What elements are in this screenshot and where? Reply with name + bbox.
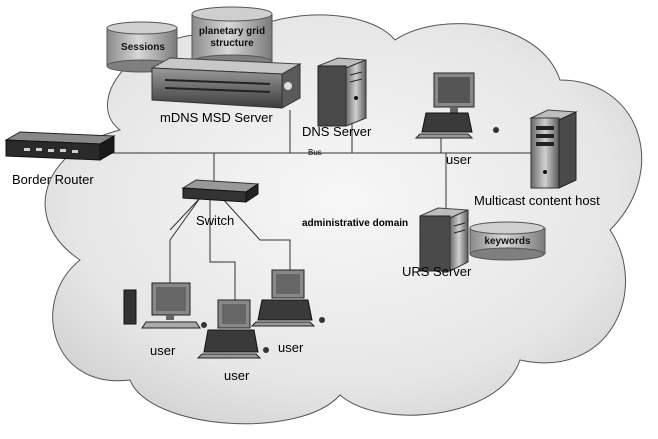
link-switch-user-left: [169, 197, 201, 231]
user-top-label: user: [446, 152, 472, 167]
user-left-label: user: [150, 343, 176, 358]
link-switch-user-right: [221, 197, 291, 272]
sessions-database-icon: [106, 21, 178, 73]
switch-icon: [181, 179, 260, 203]
keywords-label: keywords: [484, 236, 531, 247]
workstation-user-right-icon: [250, 269, 325, 327]
border-router-label: Border Router: [12, 172, 94, 187]
urs-server-label: URS Server: [402, 264, 472, 279]
switch-label: Switch: [196, 213, 235, 228]
planetary-grid-label-line1: planetary grid: [198, 26, 266, 37]
planetary-grid-label: planetary grid structure: [192, 26, 272, 50]
dns-server-icon: [317, 57, 367, 127]
keywords-database-icon: [469, 221, 546, 261]
workstation-user-left-icon: [123, 282, 207, 329]
cloud-background: [44, 14, 643, 425]
urs-server-icon: [419, 207, 469, 272]
multicast-content-host-label: Multicast content host: [474, 193, 600, 208]
network-links: [108, 100, 531, 300]
sessions-label: Sessions: [121, 42, 165, 53]
user-right-label: user: [278, 340, 304, 355]
workstation-user-top-icon: [414, 72, 499, 139]
multicast-content-host-icon: [529, 109, 578, 189]
planetary-grid-label-line2: structure: [210, 38, 254, 49]
workstation-user-mid-icon: [196, 299, 269, 359]
link-switch-user-left-b: [169, 197, 201, 285]
mdns-msd-server-label: mDNS MSD Server: [160, 110, 273, 125]
border-router-icon: [4, 131, 116, 161]
mdns-msd-server-icon: [150, 57, 302, 109]
link-switch-user-mid: [209, 198, 236, 300]
bus-label: Bus: [308, 148, 322, 157]
user-mid-label: user: [224, 368, 250, 383]
dns-server-label: DNS Server: [302, 124, 372, 139]
administrative-domain-label: administrative domain: [302, 218, 409, 229]
